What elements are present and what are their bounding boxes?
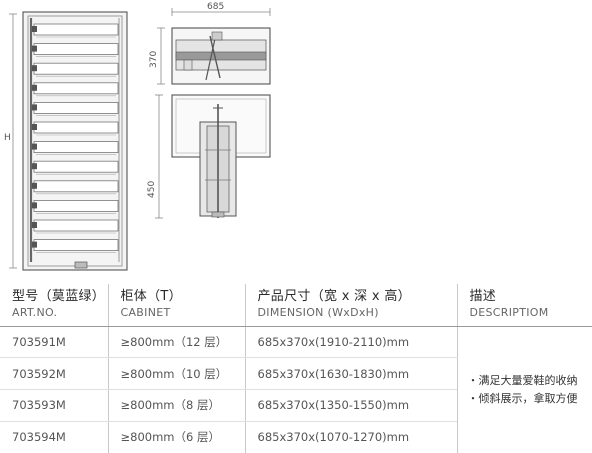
table-row: 703594M ≥800mm（6 层） 685x370x(1070-1270)m… — [0, 421, 592, 453]
shelf-clip — [32, 143, 37, 150]
header-art-no: 型号（莫蓝绿） ART.NO. — [0, 284, 108, 327]
shelf — [33, 199, 119, 212]
side-view-drawing: H — [4, 11, 128, 271]
shelf-clip — [32, 26, 37, 32]
shelf — [33, 160, 119, 173]
technical-drawings: H 685 370 450 — [4, 2, 271, 271]
cabinet-cell: ≥800mm（12 层） — [107, 326, 245, 359]
description-line-1: ・满足大量爱鞋的收纳 — [467, 373, 578, 387]
base-bracket — [74, 261, 88, 269]
dimension-cell: 685x370x(1910-2110)mm — [244, 326, 457, 359]
width-dimension-label: 685 — [207, 2, 224, 12]
dimension-cell: 685x370x(1350-1550)mm — [244, 389, 457, 422]
top-view-drawing: 685 370 — [149, 2, 271, 85]
shelf-clip — [32, 84, 37, 91]
cabinet-cell: ≥800mm（8 层） — [107, 389, 245, 422]
shelf-clip — [32, 163, 37, 170]
cabinet-cell: ≥800mm（6 层） — [107, 421, 245, 453]
header-cabinet: 柜体（T） CABINET — [107, 284, 245, 327]
shelf — [33, 219, 119, 232]
shelf — [33, 62, 119, 75]
height-dimension-label: H — [4, 133, 11, 143]
art-no-cell: 703593M — [0, 389, 108, 422]
header-dimension: 产品尺寸（宽 x 深 x 高） DIMENSION (WxDxH) — [244, 284, 457, 327]
shelf — [33, 82, 119, 95]
depth-dimension-label: 370 — [149, 51, 159, 68]
shelf — [33, 121, 119, 134]
shelf — [33, 141, 119, 154]
table-row: 703591M ≥800mm（12 层） 685x370x(1910-2110)… — [0, 326, 592, 453]
shelf-clip — [32, 45, 37, 52]
dimension-cell: 685x370x(1070-1270)mm — [244, 421, 457, 453]
table-row: 703592M ≥800mm（10 层） 685x370x(1630-1830)… — [0, 357, 592, 390]
open-view-drawing: 450 — [147, 94, 271, 219]
art-no-cell: 703591M — [0, 326, 108, 359]
shelf-clip — [32, 124, 37, 130]
header-description: 描述 DESCRIPTIOM — [456, 284, 592, 327]
cabinet-cell: ≥800mm（10 层） — [107, 357, 245, 390]
shelf-clip — [32, 202, 37, 209]
shelf-clip — [32, 241, 37, 248]
shelf — [33, 180, 119, 193]
spec-table: 型号（莫蓝绿） ART.NO. 柜体（T） CABINET 产品尺寸（宽 x 深… — [0, 284, 592, 453]
shelf-clip — [32, 222, 37, 228]
shoe-shelves — [32, 23, 119, 253]
art-no-cell: 703594M — [12, 430, 66, 445]
shelf-clip — [32, 104, 37, 111]
table-row: 703593M ≥800mm（8 层） 685x370x(1350-1550)m… — [0, 389, 592, 422]
shelf — [33, 102, 119, 114]
shelf — [33, 43, 119, 55]
description-line-2: ・倾斜展示，拿取方便 — [467, 391, 578, 405]
description-cell: ・满足大量爱鞋的收纳 ・倾斜展示，拿取方便 — [456, 326, 592, 453]
shelf — [33, 23, 119, 36]
open-depth-dimension-label: 450 — [147, 181, 157, 198]
table-header-row: 型号（莫蓝绿） ART.NO. 柜体（T） CABINET 产品尺寸（宽 x 深… — [0, 284, 592, 327]
dimension-cell: 685x370x(1630-1830)mm — [244, 357, 457, 390]
shelf — [33, 239, 119, 252]
shelf-clip — [32, 182, 37, 189]
shelf-clip — [32, 65, 37, 72]
art-no-cell: 703592M — [0, 357, 108, 390]
